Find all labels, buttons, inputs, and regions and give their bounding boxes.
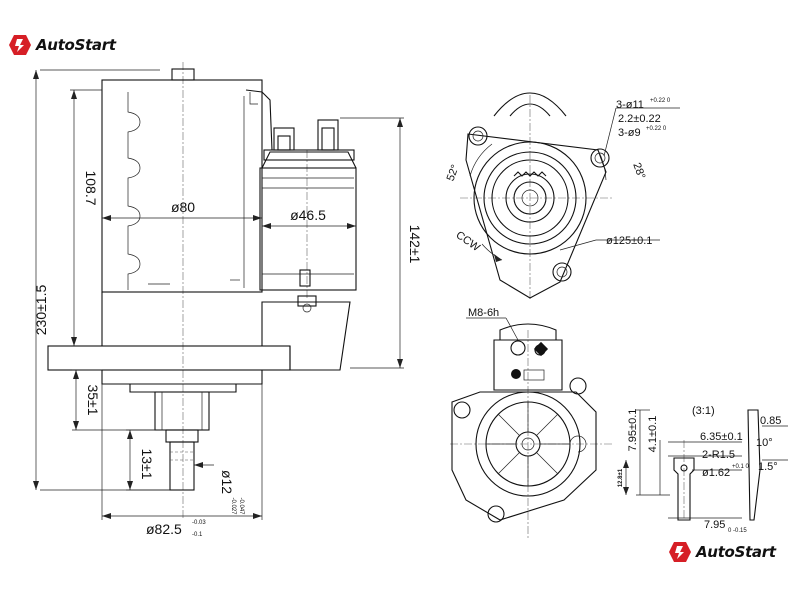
dim-hole: ø1.62 (702, 467, 730, 479)
dim-d: 7.95 (704, 519, 725, 531)
dim-solenoid-height: 142±1 (407, 225, 423, 264)
dim-holes: 3-ø11 (616, 99, 644, 111)
dim-nose-length: 13±1 (139, 448, 155, 479)
dim-holes-tol: +0.22 0 (650, 98, 671, 104)
autostart-logo-icon (669, 542, 691, 562)
dim-shaft-tol-lower: -0.047 (238, 497, 244, 515)
dim-radius: 2-R1.5 (702, 449, 735, 461)
dim-shaft-tol-upper: -0.027 (230, 497, 236, 515)
dim-small-holes-tol: +0.22 0 (646, 126, 667, 132)
brand-name: AutoStart (696, 543, 776, 561)
brand-logo-bottom: AutoStart (668, 541, 776, 563)
dim-width: 6.35±0.1 (700, 431, 743, 443)
label-thread: M8-6h (468, 307, 499, 319)
label-rotation: CCW (454, 229, 483, 254)
dim-pilot-tol-upper: -0.03 (192, 520, 206, 526)
dim-bolt-circle: ø125±0.1 (606, 235, 652, 247)
dim-shaft-diameter: ø12 (219, 470, 235, 494)
dim-depth: 2.2±0.22 (618, 113, 661, 125)
brand-logo-top: AutoStart (8, 34, 116, 56)
detail-view (623, 409, 788, 521)
brand-name: AutoStart (36, 36, 116, 54)
dim-angle-a: 52° (445, 163, 462, 183)
dim-angle-b: 28° (630, 161, 647, 181)
dim-d-tol: 0 -0.15 (728, 528, 747, 534)
dim-solenoid-diameter: ø46.5 (290, 207, 326, 223)
dim-pilot-tol-lower: -0.1 (192, 532, 203, 538)
rear-view (450, 317, 612, 540)
dim-body-diameter: ø80 (171, 199, 195, 215)
dim-b: 4.1±0.1 (647, 416, 659, 453)
front-view (460, 92, 680, 300)
dim-chamfer: 1.5° (758, 461, 778, 473)
dim-hole-tol: +0.1 0 (732, 464, 750, 470)
dim-a: 7.95±0.1 (627, 409, 639, 452)
dim-thickness: 0.85 (760, 415, 781, 427)
dim-flange-to-nose: 35±1 (85, 384, 101, 415)
dim-overall-height: 230±1.5 (33, 285, 49, 336)
label-scale: (3:1) (692, 405, 715, 417)
side-view (33, 62, 404, 520)
dim-pilot-diameter: ø82.5 (146, 521, 182, 537)
autostart-logo-icon (9, 35, 31, 55)
dim-angle: 10° (756, 437, 773, 449)
dim-upper-height: 108.7 (83, 170, 99, 205)
dim-c: 12.8±1 (618, 468, 624, 487)
dim-small-holes: 3-ø9 (618, 127, 641, 139)
